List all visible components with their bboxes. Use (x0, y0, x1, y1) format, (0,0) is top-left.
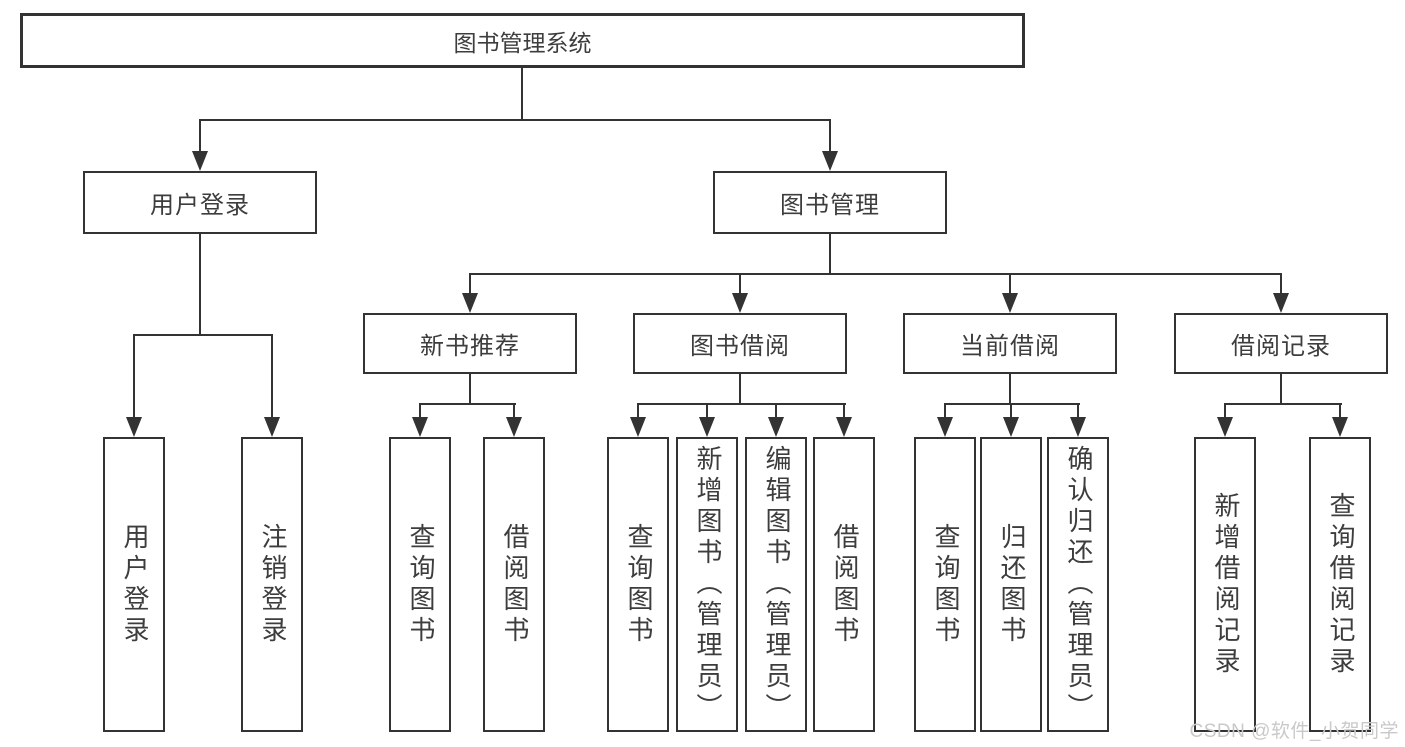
leaf-user-login: 用户登录 (103, 437, 165, 732)
connector-line (199, 119, 201, 155)
connector-line (1339, 403, 1341, 419)
connector-line (637, 403, 846, 405)
connector-line (521, 68, 523, 121)
connector-line (829, 234, 831, 275)
connector-line (1010, 403, 1012, 419)
connector-arrowhead (1003, 417, 1019, 437)
connector-line (1224, 403, 1226, 419)
connector-line (775, 403, 777, 419)
connector-arrowhead (506, 417, 522, 437)
connector-line (843, 403, 845, 419)
leaf-add-book-admin: 新增图书（管理员） (676, 437, 738, 732)
connector-line (199, 119, 831, 121)
connector-arrowhead (937, 417, 953, 437)
leaf-query-borrow-record: 查询借阅记录 (1309, 437, 1371, 732)
connector-arrowhead (412, 417, 428, 437)
connector-arrowhead (630, 417, 646, 437)
node-book-management: 图书管理 (713, 171, 947, 234)
leaf-edit-book-admin: 编辑图书（管理员） (745, 437, 807, 732)
leaf-return-book: 归还图书 (980, 437, 1042, 732)
connector-line (944, 403, 946, 419)
node-new-book-recommend: 新书推荐 (363, 313, 577, 374)
connector-line (1280, 374, 1282, 405)
connector-arrowhead (822, 151, 838, 171)
connector-line (513, 403, 515, 419)
leaf-confirm-return-admin: 确认归还（管理员） (1047, 437, 1109, 732)
connector-arrowhead (264, 417, 280, 437)
node-book-borrow: 图书借阅 (633, 313, 847, 374)
connector-line (1009, 273, 1011, 297)
connector-line (419, 403, 516, 405)
leaf-add-borrow-record: 新增借阅记录 (1194, 437, 1256, 732)
connector-line (469, 273, 471, 297)
leaf-logout: 注销登录 (241, 437, 303, 732)
connector-line (419, 403, 421, 419)
connector-line (133, 334, 273, 336)
connector-arrowhead (1332, 417, 1348, 437)
node-borrow-records: 借阅记录 (1174, 313, 1388, 374)
leaf-query-books-recommend: 查询图书 (389, 437, 451, 732)
leaf-borrow-books: 借阅图书 (813, 437, 875, 732)
connector-line (829, 119, 831, 155)
leaf-query-books-borrow: 查询图书 (607, 437, 669, 732)
connector-arrowhead (1273, 293, 1289, 313)
connector-arrowhead (126, 417, 142, 437)
connector-line (133, 334, 135, 420)
node-current-borrow: 当前借阅 (903, 313, 1117, 374)
connector-arrowhead (1217, 417, 1233, 437)
connector-line (271, 334, 273, 420)
connector-line (469, 374, 471, 405)
connector-line (706, 403, 708, 419)
connector-line (1077, 403, 1079, 419)
connector-arrowhead (699, 417, 715, 437)
connector-arrowhead (1002, 293, 1018, 313)
connector-line (637, 403, 639, 419)
connector-line (739, 273, 741, 297)
connector-arrowhead (462, 293, 478, 313)
connector-line (1009, 374, 1011, 405)
connector-arrowhead (1070, 417, 1086, 437)
connector-arrowhead (768, 417, 784, 437)
connector-arrowhead (192, 151, 208, 171)
watermark: CSDN @软件_小贺同学 (1189, 721, 1399, 742)
connector-line (1224, 403, 1342, 405)
node-user-login: 用户登录 (83, 171, 317, 234)
connector-arrowhead (836, 417, 852, 437)
connector-line (1280, 273, 1282, 297)
connector-arrowhead (732, 293, 748, 313)
leaf-borrow-books-recommend: 借阅图书 (483, 437, 545, 732)
leaf-query-books-current: 查询图书 (914, 437, 976, 732)
connector-line (739, 374, 741, 405)
connector-line (944, 403, 1080, 405)
node-library-system: 图书管理系统 (20, 13, 1025, 68)
connector-line (469, 273, 1282, 275)
connector-line (199, 234, 201, 336)
